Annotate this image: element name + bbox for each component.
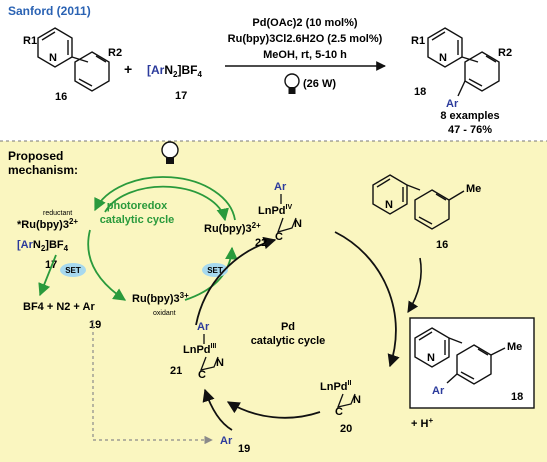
pd-cycle-label-line2: catalytic cycle: [251, 335, 326, 347]
yield-range: 47 - 76%: [448, 124, 492, 136]
mech-18-n-label: N: [427, 352, 435, 364]
product-r2-label: R2: [498, 47, 512, 59]
plus-sign: +: [124, 61, 132, 77]
svg-text:N: N: [294, 218, 302, 230]
examples-count: 8 examples: [440, 110, 499, 122]
photoredox-inner-arc: [104, 185, 229, 222]
svg-text:SET: SET: [65, 266, 81, 275]
lightbulb-icon: [284, 73, 300, 94]
mechanism-title-line1: Proposed: [8, 149, 63, 163]
svg-text:N: N: [353, 394, 361, 406]
pd-cycle-arc-1: [334, 231, 400, 368]
pd-iii-intermediate: Ar LnPdIII C N: [183, 321, 224, 381]
product-18-mech-structure: [414, 327, 506, 385]
compound-21-label: 21: [170, 365, 182, 377]
compound-17-label: 17: [175, 90, 187, 102]
condition-photocatalyst: Ru(bpy)3Cl2.6H2O (2.5 mol%): [228, 33, 383, 45]
compound-16-label: 16: [55, 91, 67, 103]
svg-text:N: N: [216, 357, 224, 369]
light-power: (26 W): [303, 78, 336, 90]
pyridine-n-label: N: [49, 52, 57, 64]
mech-16-n-label: N: [385, 199, 393, 211]
r2-label: R2: [108, 47, 122, 59]
r1-label: R1: [23, 35, 37, 47]
photoredox-label-line2: catalytic cycle: [100, 214, 175, 226]
compound-19-label: 19: [89, 319, 101, 331]
svg-text:C: C: [335, 406, 343, 418]
photoredox-left-arc: [87, 229, 127, 301]
set-reduction-arrow: [38, 254, 57, 297]
condition-solvent: MeOH, rt, 5-10 h: [263, 49, 347, 61]
substrate-entry-arrow: [407, 257, 422, 313]
product-ar-label: Ar: [446, 98, 459, 110]
aryl-radical: Ar: [220, 435, 233, 447]
photoredox-right-arc: [184, 246, 238, 301]
product-r1-label: R1: [411, 35, 425, 47]
svg-text:LnPdIII: LnPdIII: [183, 343, 216, 356]
diazonium-species: [ArN2]BF4: [17, 239, 69, 253]
svg-text:LnPdIV: LnPdIV: [258, 204, 292, 217]
photoredox-outer-arc: [94, 176, 236, 221]
pd-cycle-label-line1: Pd: [281, 321, 295, 333]
set-badge-left: SET: [60, 263, 86, 277]
compound-18-label: 18: [414, 86, 426, 98]
diazonium-reagent: [ArN2]BF4: [147, 63, 202, 79]
ru-2plus-species: Ru(bpy)32+: [204, 221, 261, 235]
svg-text:Ar: Ar: [274, 181, 287, 193]
compound-19b-label: 19: [238, 443, 250, 455]
byproducts: BF4 + N2 + Ar: [23, 301, 95, 313]
product-18-structure: [427, 27, 500, 97]
svg-text:C: C: [198, 369, 206, 381]
compound-16-mech-label: 16: [436, 239, 448, 251]
substrate-16-mech-structure: [372, 174, 465, 230]
oxidant-label: oxidant: [153, 310, 176, 317]
compound-20-label: 20: [340, 423, 352, 435]
mech-16-me-label: Me: [466, 183, 481, 195]
svg-text:SET: SET: [207, 266, 223, 275]
mech-18-ar-label: Ar: [432, 385, 445, 397]
pd-cycle-arc-2: [226, 401, 321, 419]
reductant-label: reductant: [43, 210, 72, 217]
svg-text:LnPdII: LnPdII: [320, 380, 351, 393]
pd-ii-intermediate: LnPdII C N: [320, 380, 361, 418]
ru-star-species: *Ru(bpy)32+: [17, 217, 78, 231]
mechanism-lightbulb-icon: [161, 141, 179, 164]
ru-3plus-species: Ru(bpy)33+: [132, 291, 189, 305]
pd-cycle-arc-3: [195, 236, 277, 326]
substrate-16-structure: [37, 27, 110, 92]
pd-iv-intermediate: Ar LnPdIV C N: [258, 181, 302, 243]
svg-text:C: C: [275, 231, 283, 243]
product-n-label: N: [439, 52, 447, 64]
condition-catalyst: Pd(OAc)2 (10 mol%): [252, 17, 357, 29]
proton-byproduct: + H+: [411, 416, 433, 430]
compound-22-label: 22: [255, 237, 267, 249]
scheme-title: Sanford (2011): [8, 4, 91, 18]
radical-transfer-arrow: [92, 320, 213, 445]
radical-addition-arrow: [202, 388, 233, 431]
compound-18-mech-label: 18: [511, 391, 523, 403]
mech-18-me-label: Me: [507, 341, 522, 353]
mechanism-title-line2: mechanism:: [8, 163, 78, 177]
svg-text:Ar: Ar: [197, 321, 210, 333]
photoredox-label-line1: photoredox: [107, 200, 168, 212]
